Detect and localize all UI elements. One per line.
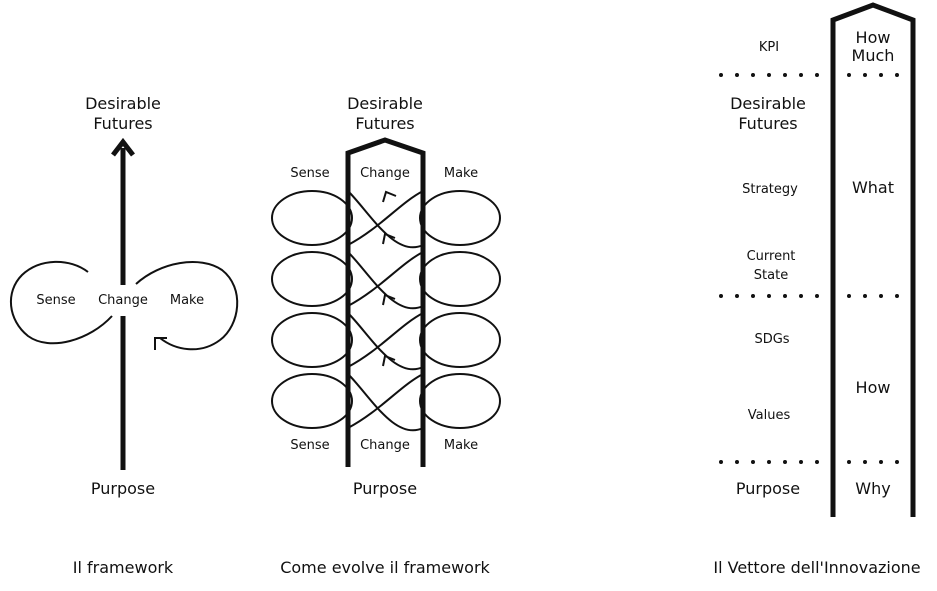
p2-sense-loop: [271, 190, 353, 246]
p2-crossing-strand: [347, 190, 424, 249]
divider-dot: [767, 294, 771, 298]
p2-change-bottom: Change: [360, 438, 410, 453]
divider-dot: [879, 460, 883, 464]
divider-dot: [863, 294, 867, 298]
divider-dot: [751, 73, 755, 77]
divider-dot: [735, 73, 739, 77]
p3-current-line2: State: [754, 268, 788, 283]
divider-dot: [719, 294, 723, 298]
p3-vector-outline: [830, 2, 916, 517]
p2-arrow-icon: [382, 232, 396, 245]
p3-current-line1: Current: [747, 249, 796, 264]
p1-caption: Il framework: [73, 558, 174, 577]
p2-purpose: Purpose: [353, 479, 417, 498]
p3-values: Values: [748, 408, 791, 423]
divider-dot: [847, 460, 851, 464]
p2-make-loop: [419, 312, 501, 368]
p2-arrow-icon: [382, 190, 397, 203]
divider-dot: [879, 294, 883, 298]
p2-crossing-strand: [347, 251, 424, 307]
p1-desirable-line2: Futures: [93, 114, 152, 133]
p2-make-loop: [419, 190, 501, 246]
divider-dot: [799, 294, 803, 298]
divider-dot: [735, 294, 739, 298]
divider-dot: [863, 460, 867, 464]
p2-sense-loop: [271, 312, 353, 368]
p2-make-loop: [419, 373, 501, 429]
p3-what: What: [852, 178, 894, 197]
panel-innovation-vector: KPI Desirable Futures Strategy Current S…: [713, 2, 921, 577]
p3-sdgs: SDGs: [754, 332, 789, 347]
p3-strategy: Strategy: [742, 182, 798, 197]
divider-dot: [815, 460, 819, 464]
divider-dot: [895, 460, 899, 464]
p3-purpose: Purpose: [736, 479, 800, 498]
divider-dot: [783, 73, 787, 77]
p1-sense: Sense: [36, 293, 75, 308]
divider-dot: [767, 460, 771, 464]
p1-sense-loop: [9, 260, 113, 345]
p1-make: Make: [170, 293, 204, 308]
divider-dot: [783, 294, 787, 298]
p2-make-top: Make: [444, 166, 478, 181]
p2-make-loop: [419, 251, 501, 307]
divider-dot: [767, 73, 771, 77]
divider-dot: [719, 73, 723, 77]
p1-arrowhead-icon: [111, 137, 135, 157]
p3-how: How: [856, 378, 891, 397]
p3-caption: Il Vettore dell'Innovazione: [713, 558, 920, 577]
divider-dot: [863, 73, 867, 77]
p2-arrow-icon: [382, 293, 396, 306]
p2-loops: [271, 190, 501, 432]
divider-dot: [847, 73, 851, 77]
divider-dot: [815, 294, 819, 298]
p3-desirable-line1: Desirable: [730, 94, 806, 113]
divider-dot: [751, 460, 755, 464]
divider-dot: [879, 73, 883, 77]
p2-crossing-strand: [347, 373, 424, 432]
divider-dot: [895, 294, 899, 298]
panel-framework: Desirable Futures Sense Change Make Purp…: [9, 94, 239, 577]
p2-arrow-icon: [382, 354, 396, 367]
p2-sense-bottom: Sense: [290, 438, 329, 453]
p3-dotted-dividers: [719, 73, 899, 464]
divider-dot: [815, 73, 819, 77]
divider-dot: [783, 460, 787, 464]
p1-desirable-line1: Desirable: [85, 94, 161, 113]
p3-how-much-line2: Much: [852, 46, 895, 65]
divider-dot: [719, 460, 723, 464]
p1-make-loop: [135, 261, 239, 351]
p2-crossing-strand: [347, 251, 424, 310]
p2-sense-loop: [271, 373, 353, 429]
p1-purpose: Purpose: [91, 479, 155, 498]
p2-sense-loop: [271, 251, 353, 307]
p2-crossing-strand: [347, 312, 424, 371]
p3-kpi: KPI: [759, 40, 779, 55]
panel-evolution: Desirable Futures Sense Change Make Sens…: [271, 94, 501, 577]
p2-vector-outline: [345, 137, 426, 467]
divider-dot: [751, 294, 755, 298]
p2-desirable-line1: Desirable: [347, 94, 423, 113]
p3-desirable-line2: Futures: [738, 114, 797, 133]
p2-sense-top: Sense: [290, 166, 329, 181]
p1-change: Change: [98, 293, 148, 308]
divider-dot: [735, 460, 739, 464]
p3-how-much-line1: How: [856, 28, 891, 47]
p2-crossing-strand: [347, 312, 424, 368]
p2-change-top: Change: [360, 166, 410, 181]
p2-desirable-line2: Futures: [355, 114, 414, 133]
divider-dot: [847, 294, 851, 298]
divider-dot: [799, 460, 803, 464]
divider-dot: [895, 73, 899, 77]
p2-crossing-strand: [347, 190, 424, 246]
p2-crossing-strand: [347, 373, 424, 429]
p2-caption: Come evolve il framework: [280, 558, 490, 577]
divider-dot: [799, 73, 803, 77]
p1-loop-arrow-icon: [154, 337, 167, 350]
p3-why: Why: [855, 479, 890, 498]
p2-make-bottom: Make: [444, 438, 478, 453]
